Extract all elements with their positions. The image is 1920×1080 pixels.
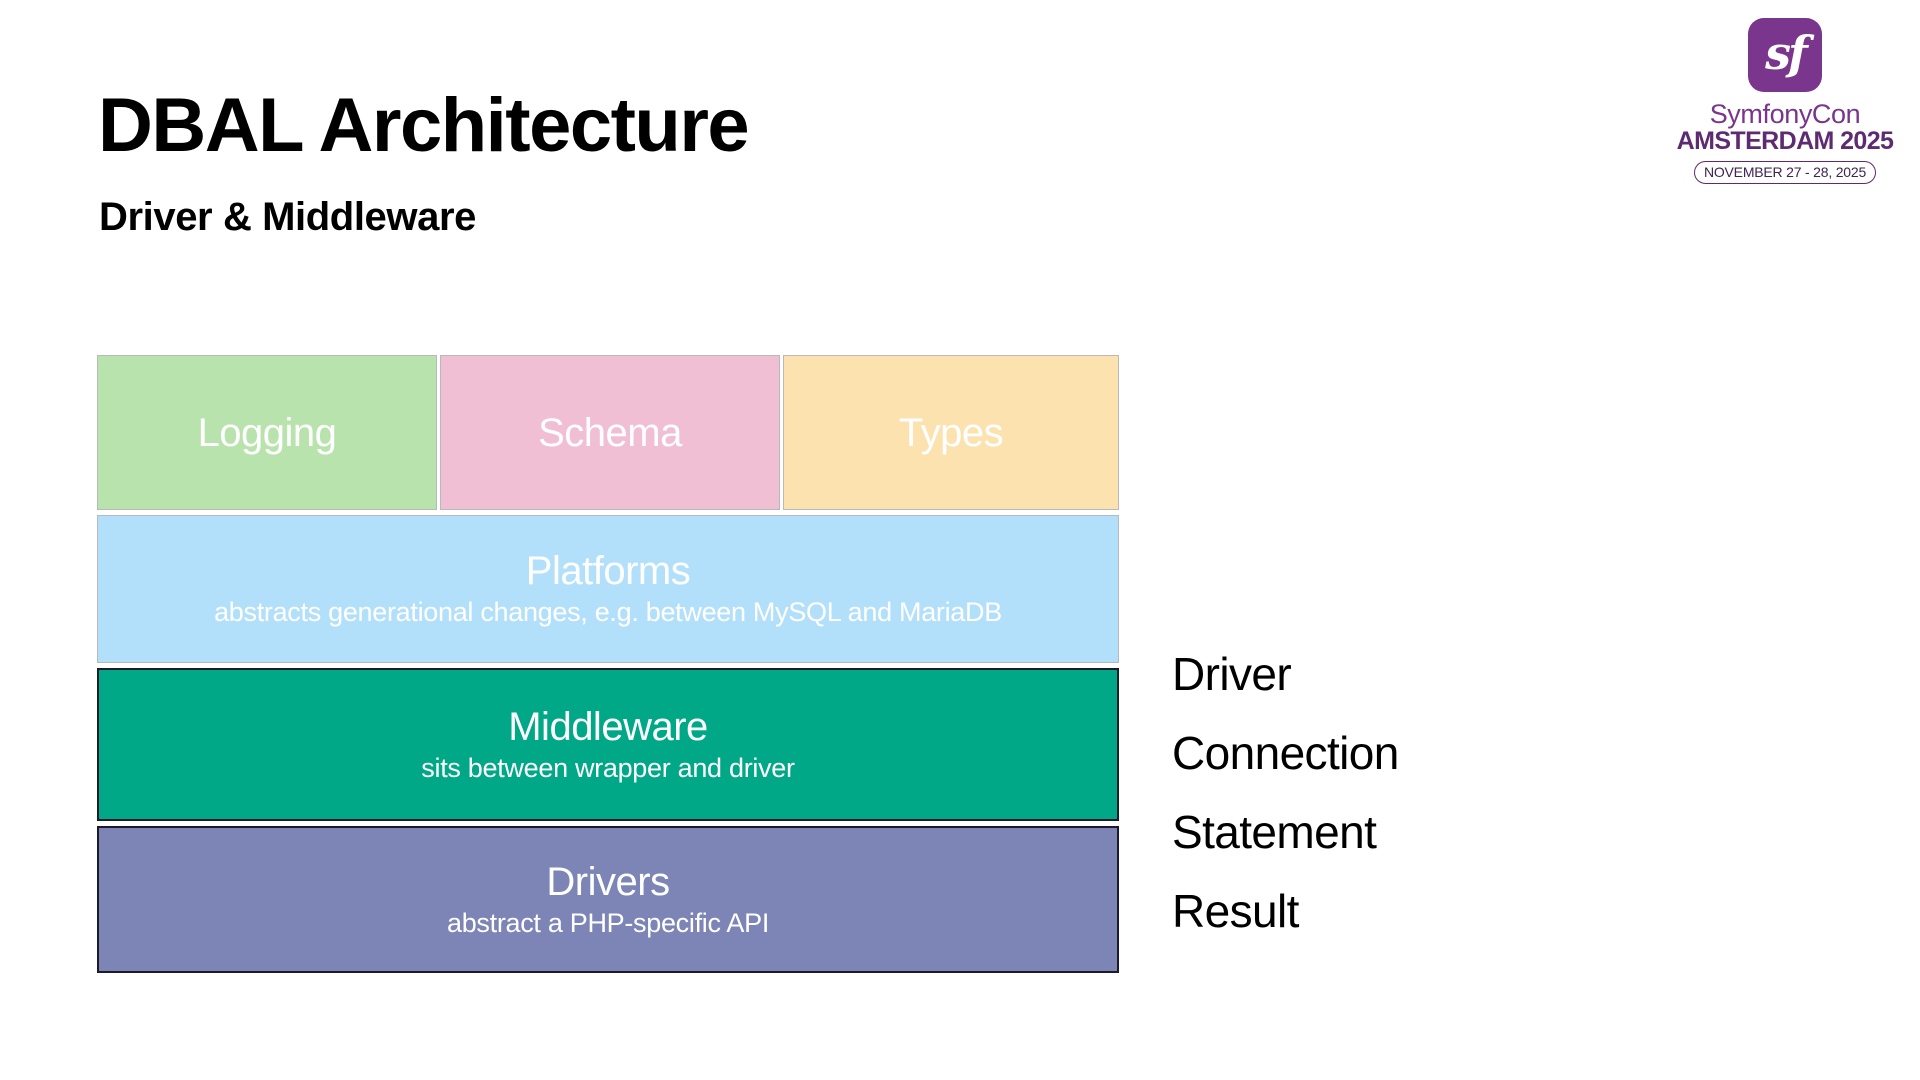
symfonycon-logo: sf SymfonyCon AMSTERDAM 2025 NOVEMBER 27… [1677,18,1894,184]
logo-dates-badge: NOVEMBER 27 - 28, 2025 [1693,160,1877,184]
diagram-box-schema-label: Schema [538,410,682,455]
diagram-box-drivers-label: Drivers [546,859,670,904]
diagram-box-logging-label: Logging [197,410,337,455]
diagram-box-middleware: Middleware sits between wrapper and driv… [97,668,1119,821]
symfony-logo-icon: sf [1748,18,1822,92]
logo-wordmark: SymfonyCon [1709,99,1861,129]
diagram-box-drivers: Drivers abstract a PHP-specific API [97,826,1119,973]
list-item-driver: Driver [1172,648,1292,700]
symfony-sf-glyph: sf [1765,26,1808,80]
dbal-architecture-diagram: Logging Schema Types Platforms abstracts… [97,355,1119,973]
page-title: DBAL Architecture [98,83,750,168]
list-item-result: Result [1172,885,1299,937]
list-item-statement: Statement [1172,806,1377,858]
list-item-connection: Connection [1172,727,1399,779]
diagram-top-row: Logging Schema Types [97,355,1119,510]
logo-city-year: AMSTERDAM 2025 [1676,127,1894,156]
diagram-box-middleware-description: sits between wrapper and driver [421,752,795,783]
diagram-box-logging: Logging [97,355,437,510]
diagram-box-platforms-description: abstracts generational changes, e.g. bet… [214,597,1002,628]
diagram-box-platforms: Platforms abstracts generational changes… [97,515,1119,663]
diagram-box-middleware-label: Middleware [508,704,708,749]
diagram-box-types-label: Types [898,410,1004,455]
diagram-box-schema: Schema [440,355,780,510]
diagram-box-platforms-label: Platforms [525,549,691,594]
page-subtitle: Driver & Middleware [99,195,476,239]
driver-interface-list: Driver Connection Statement Result [1172,651,1399,934]
diagram-box-drivers-description: abstract a PHP-specific API [446,907,770,938]
diagram-box-types: Types [783,355,1119,510]
